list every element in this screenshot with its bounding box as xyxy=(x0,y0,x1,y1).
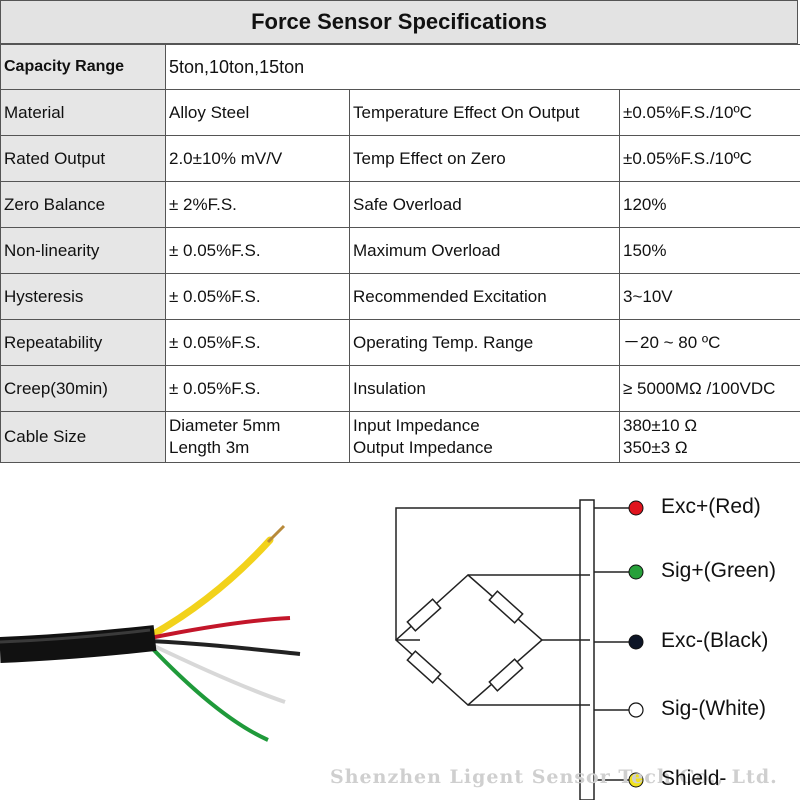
resistor-icon xyxy=(488,658,524,692)
cable-value: Diameter 5mm Length 3m xyxy=(165,411,350,463)
wire-label-sig-plus: Sig+(Green) xyxy=(661,559,776,582)
green-wire xyxy=(148,644,269,742)
cable-diameter: Diameter 5mm xyxy=(169,416,281,435)
cable-row: Cable Size Diameter 5mm Length 3m Input … xyxy=(0,411,800,463)
table-row: Hysteresis ± 0.05%F.S. Recommended Excit… xyxy=(0,273,800,320)
terminal-shield-icon xyxy=(628,772,644,788)
table-row: Repeatability ± 0.05%F.S. Operating Temp… xyxy=(0,319,800,366)
red-wire xyxy=(149,616,291,640)
spec-label: Rated Output xyxy=(0,135,166,182)
impedance-labels: Input Impedance Output Impedance xyxy=(349,411,620,463)
yellow-wire-tip xyxy=(266,524,286,544)
yellow-wire xyxy=(146,536,274,640)
spec-value: ±0.05%F.S./10ºC xyxy=(619,135,800,182)
table-row: Creep(30min) ± 0.05%F.S. Insulation ≥ 50… xyxy=(0,365,800,412)
page-title: Force Sensor Specifications xyxy=(0,0,798,44)
table-row: Rated Output 2.0±10% mV/V Temp Effect on… xyxy=(0,135,800,182)
spec-value: 2.0±10% mV/V xyxy=(165,135,350,182)
terminal-exc-plus-icon xyxy=(628,500,644,516)
resistor-icon xyxy=(406,650,442,684)
impedance-values: 380±10 Ω 350±3 Ω xyxy=(619,411,800,463)
spec-value: 3~10V xyxy=(619,273,800,320)
terminal-sig-plus-icon xyxy=(628,564,644,580)
spec-table: Capacity Range 5ton,10ton,15ton Material… xyxy=(0,44,800,463)
cable-label: Cable Size xyxy=(0,411,166,463)
spec-label: Safe Overload xyxy=(349,181,620,228)
wiring-diagram xyxy=(394,499,644,800)
input-impedance-value: 380±10 Ω xyxy=(623,416,698,435)
capacity-value: 5ton,10ton,15ton xyxy=(165,44,800,90)
wire-label-exc-minus: Exc-(Black) xyxy=(661,629,769,652)
spec-label: Hysteresis xyxy=(0,273,166,320)
spec-label: Temp Effect on Zero xyxy=(349,135,620,182)
output-impedance-value: 350±3 Ω xyxy=(623,438,688,457)
wire-label-sig-minus: Sig-(White) xyxy=(661,697,767,720)
white-wire xyxy=(149,642,286,704)
table-row: Zero Balance ± 2%F.S. Safe Overload 120% xyxy=(0,181,800,228)
resistor-icon xyxy=(488,590,524,624)
input-impedance-label: Input Impedance xyxy=(353,416,480,435)
cable-jacket xyxy=(0,625,157,663)
spec-value: ±0.05%F.S./10ºC xyxy=(619,89,800,136)
spec-label: Non-linearity xyxy=(0,227,166,274)
resistor-icon xyxy=(406,598,442,632)
cable-length: Length 3m xyxy=(169,438,250,457)
spec-value: ± 0.05%F.S. xyxy=(165,319,350,366)
capacity-label: Capacity Range xyxy=(0,44,166,90)
terminal-exc-minus-icon xyxy=(628,634,644,650)
spec-label: Insulation xyxy=(349,365,620,412)
spec-value: 150% xyxy=(619,227,800,274)
cable-highlight xyxy=(0,628,151,644)
spec-label: Zero Balance xyxy=(0,181,166,228)
company-watermark: Shenzhen Ligent Sensor Tech Co., Ltd. xyxy=(330,766,778,788)
spec-value: 120% xyxy=(619,181,800,228)
black-wire xyxy=(149,639,301,656)
spec-label: Repeatability xyxy=(0,319,166,366)
wire-label-shield: Shield- xyxy=(661,767,727,790)
spec-value: ≥ 5000MΩ /100VDC xyxy=(619,365,800,412)
wire-label-exc-plus: Exc+(Red) xyxy=(661,495,761,518)
spec-value: Alloy Steel xyxy=(165,89,350,136)
spec-value: －20 ~ 80 ºC xyxy=(619,319,800,366)
capacity-row: Capacity Range 5ton,10ton,15ton xyxy=(0,44,800,90)
spec-label: Maximum Overload xyxy=(349,227,620,274)
table-row: Non-linearity ± 0.05%F.S. Maximum Overlo… xyxy=(0,227,800,274)
cable-bundle xyxy=(579,499,595,800)
spec-label: Operating Temp. Range xyxy=(349,319,620,366)
spec-value: ± 0.05%F.S. xyxy=(165,227,350,274)
spec-label: Creep(30min) xyxy=(0,365,166,412)
spec-label: Recommended Excitation xyxy=(349,273,620,320)
cable-photo xyxy=(0,524,301,742)
spec-value: ± 0.05%F.S. xyxy=(165,273,350,320)
table-row: Material Alloy Steel Temperature Effect … xyxy=(0,89,800,136)
spec-value: ± 0.05%F.S. xyxy=(165,365,350,412)
spec-label: Material xyxy=(0,89,166,136)
spec-label: Temperature Effect On Output xyxy=(349,89,620,136)
output-impedance-label: Output Impedance xyxy=(353,438,493,457)
excitation-loop xyxy=(395,507,580,640)
terminal-sig-minus-icon xyxy=(628,702,644,718)
spec-value: ± 2%F.S. xyxy=(165,181,350,228)
